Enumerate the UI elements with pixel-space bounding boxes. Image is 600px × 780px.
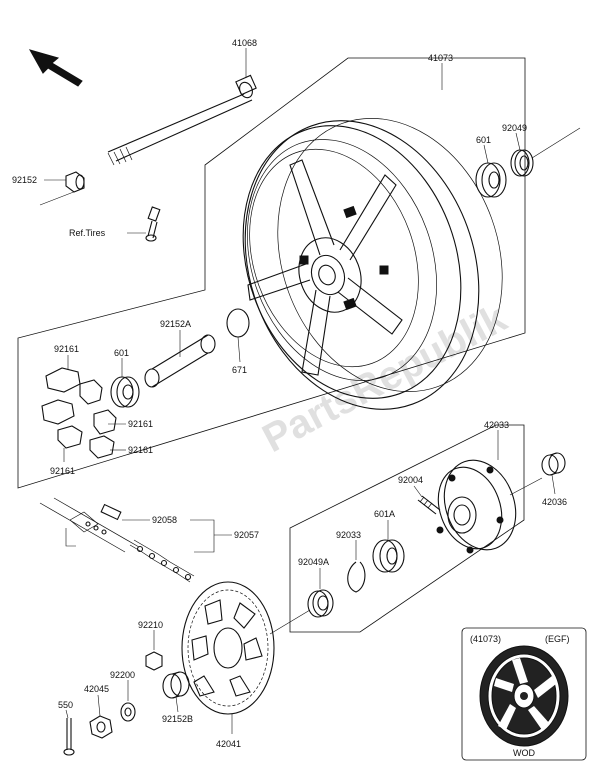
label-41068: 41068 — [232, 38, 257, 48]
label-92200: 92200 — [110, 670, 135, 680]
wheel-assembly-box — [17, 57, 526, 489]
label-92152B: 92152B — [162, 714, 193, 724]
inset-part-ref: (41073) — [470, 634, 501, 644]
watermark: PartsRepublik — [256, 296, 515, 461]
label-92152: 92152 — [12, 175, 37, 185]
label-92004: 92004 — [398, 475, 423, 485]
coupling-bearing — [372, 539, 405, 573]
rear-wheel — [242, 118, 503, 410]
label-92049: 92049 — [502, 123, 527, 133]
label-92049A: 92049A — [298, 557, 329, 567]
drive-chain — [39, 497, 195, 583]
stud-bolt — [417, 495, 441, 515]
label-92033: 92033 — [336, 530, 361, 540]
label-601-left: 601 — [114, 348, 129, 358]
tire-valve — [145, 206, 161, 242]
chain-joint-link — [85, 503, 122, 535]
label-ref-tires: Ref.Tires — [69, 228, 106, 238]
castle-nut — [89, 715, 113, 739]
oil-seal-right — [510, 149, 534, 177]
label-42036: 42036 — [542, 497, 567, 507]
label-92161-a: 92161 — [54, 344, 79, 354]
hub-dampers — [41, 367, 117, 459]
inset-color-code: WOD — [513, 748, 535, 758]
sprocket-collar — [162, 671, 190, 699]
label-671: 671 — [232, 365, 247, 375]
label-41073: 41073 — [428, 53, 453, 63]
wheel-bearing-right — [475, 162, 507, 198]
cotter-pin — [63, 718, 75, 756]
label-42045: 42045 — [84, 684, 109, 694]
wheel-bearing-left — [110, 376, 140, 408]
label-92210: 92210 — [138, 620, 163, 630]
rear-sprocket — [181, 581, 275, 715]
inset-variant: (EGF) — [545, 634, 570, 644]
label-92152A: 92152A — [160, 319, 191, 329]
washer — [120, 702, 136, 722]
label-42041: 42041 — [216, 739, 241, 749]
label-550: 550 — [58, 700, 73, 710]
variant-inset: (41073) (EGF) WOD — [461, 627, 587, 761]
sprocket-nut — [145, 651, 163, 671]
label-42033: 42033 — [484, 420, 509, 430]
oil-seal-coupling — [307, 589, 334, 618]
label-601A: 601A — [374, 509, 395, 519]
label-92161-d: 92161 — [50, 466, 75, 476]
label-92161-c: 92161 — [128, 445, 153, 455]
rear-axle — [107, 74, 257, 166]
label-92058: 92058 — [152, 515, 177, 525]
o-ring — [226, 308, 250, 338]
label-92057: 92057 — [234, 530, 259, 540]
coupling-assembly-box — [289, 424, 525, 633]
label-92161-b: 92161 — [128, 419, 153, 429]
front-direction-arrow-icon — [28, 49, 83, 87]
sprocket-coupling — [436, 459, 517, 554]
coupling-collar — [541, 452, 566, 476]
circlip — [347, 561, 366, 593]
label-601-top: 601 — [476, 135, 491, 145]
